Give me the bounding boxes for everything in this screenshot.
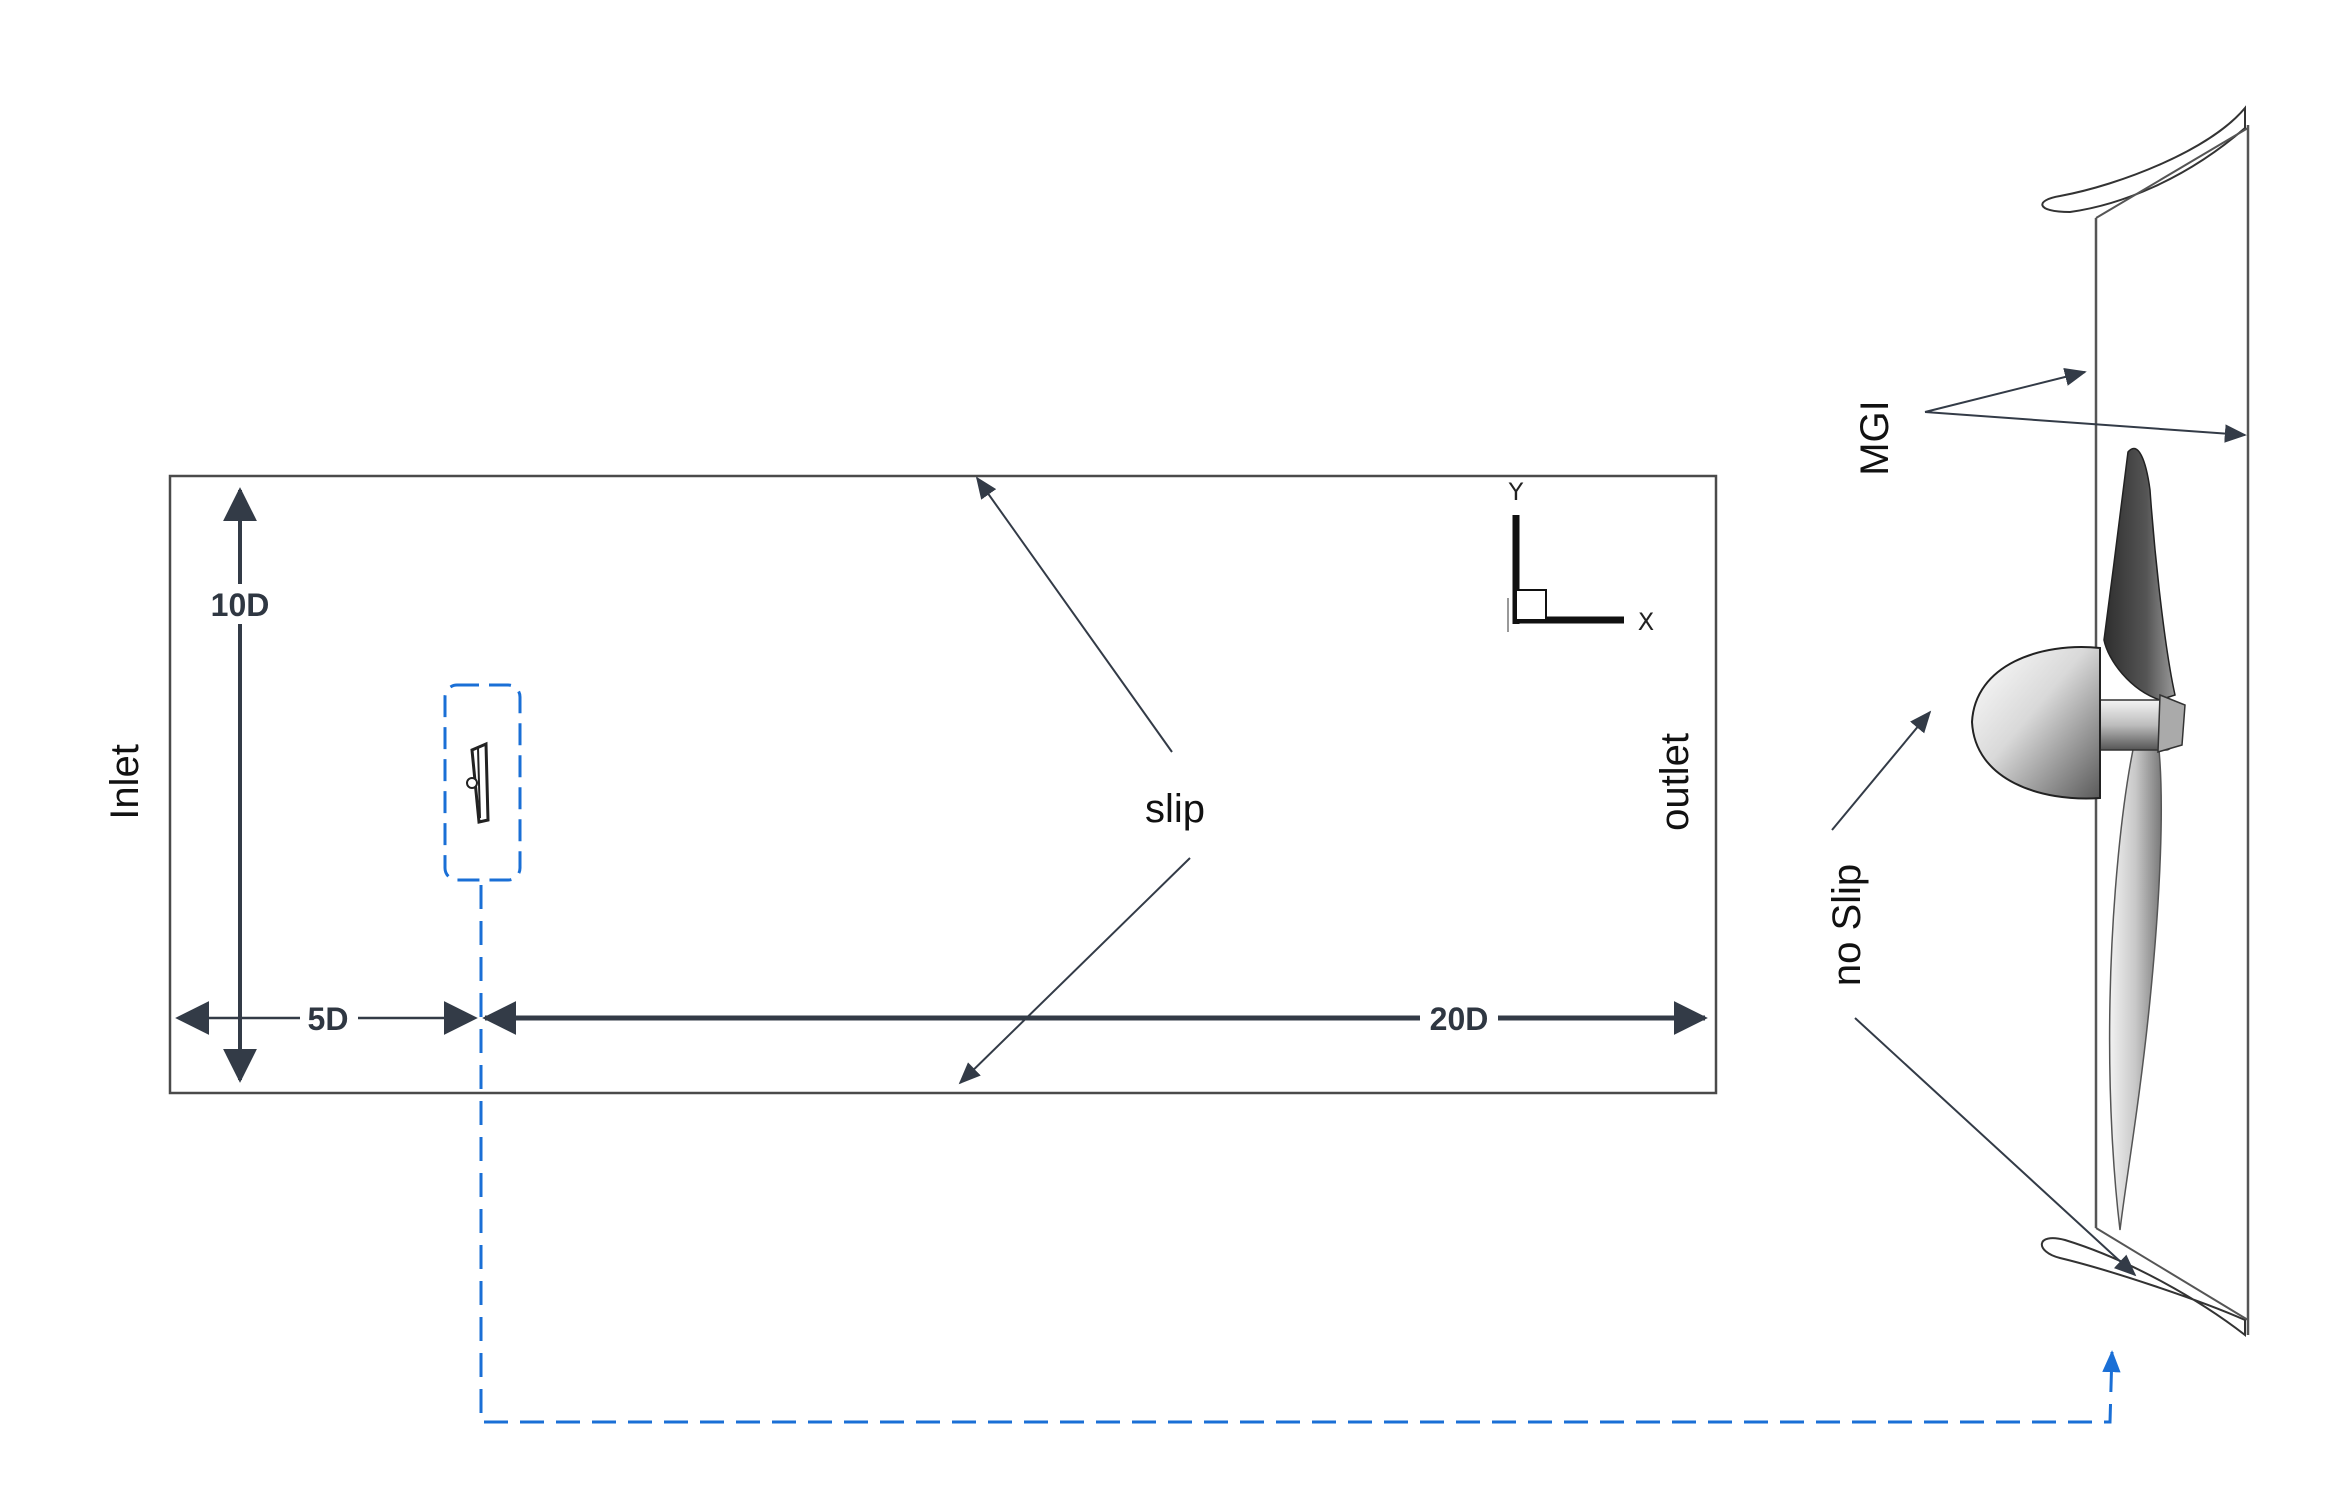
duct-top-profile: [2041, 105, 2246, 214]
lower-blade: [2108, 739, 2162, 1231]
mgi-arrow-inner: [1924, 367, 2087, 413]
turbine-sketch: [466, 741, 490, 824]
upstream-dimension-label: 5D: [308, 1001, 349, 1037]
zoom-connector: [479, 885, 2121, 1424]
duct-bottom-profile: [2040, 1237, 2246, 1338]
slip-label: slip: [1145, 787, 1205, 831]
no-slip-arrow-hub: [1831, 710, 1932, 831]
zoomed-turbine-view: [1970, 105, 2250, 1338]
upper-blade: [2103, 447, 2176, 701]
slip-arrow-top: [975, 476, 1173, 753]
no-slip-arrow-duct: [1854, 1017, 2137, 1277]
inlet-label: Inlet: [103, 744, 147, 820]
slip-arrow-bottom: [958, 857, 1191, 1085]
no-slip-label: no Slip: [1825, 864, 1869, 986]
height-dimension-label: 10D: [211, 587, 270, 623]
y-axis-label: Y: [1508, 478, 1524, 506]
axis-triad: Y X: [1507, 478, 1654, 636]
downstream-dimension-label: 20D: [1430, 1001, 1489, 1037]
mgi-arrow-outer: [1924, 411, 2247, 443]
hub-nosecone: [1970, 646, 2101, 800]
outlet-label: outlet: [1653, 733, 1697, 831]
mgi-label: MGI: [1853, 400, 1897, 476]
domain-boundary: [168, 474, 1718, 1095]
x-axis-label: X: [1638, 608, 1654, 636]
